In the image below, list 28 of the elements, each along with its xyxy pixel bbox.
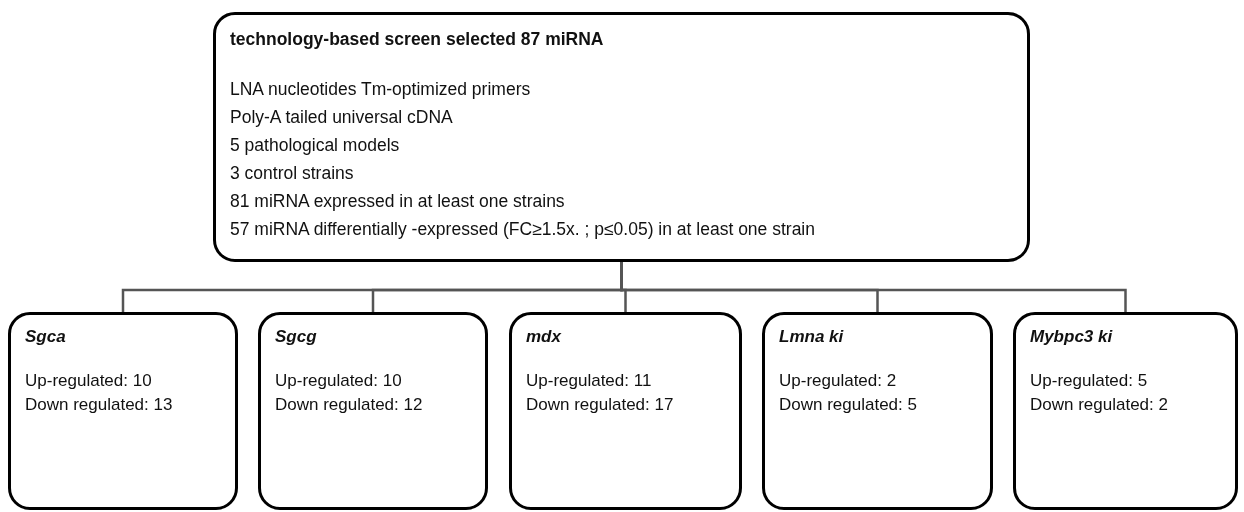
strain-name: Mybpc3 ki <box>1030 326 1114 348</box>
regulation-count: Down regulated: 17 <box>526 394 675 416</box>
strain-name: mdx <box>526 326 562 348</box>
strain-name: Sgcg <box>275 326 318 348</box>
strain-name: Sgca <box>25 326 67 348</box>
screen-detail: 3 control strains <box>230 162 355 185</box>
screen-detail: Poly-A tailed universal cDNA <box>230 106 454 129</box>
strain-box <box>258 312 488 510</box>
regulation-count: Up-regulated: 10 <box>25 370 153 392</box>
regulation-count: Down regulated: 12 <box>275 394 424 416</box>
screen-detail: 81 miRNA expressed in at least one strains <box>230 190 566 213</box>
regulation-count: Down regulated: 2 <box>1030 394 1169 416</box>
regulation-count: Up-regulated: 2 <box>779 370 898 392</box>
regulation-count: Up-regulated: 11 <box>526 370 653 392</box>
regulation-count: Down regulated: 13 <box>25 394 174 416</box>
screen-detail: LNA nucleotides Tm-optimized primers <box>230 78 532 101</box>
regulation-count: Down regulated: 5 <box>779 394 918 416</box>
strain-box <box>8 312 238 510</box>
strain-name: Lmna ki <box>779 326 845 348</box>
box-heading: technology-based screen selected 87 miRNA <box>230 28 605 51</box>
screen-detail: 57 miRNA differentially -expressed (FC≥1.5x. ; p≤0.05) in at least one strain <box>230 218 816 241</box>
screen-detail: 5 pathological models <box>230 134 401 157</box>
strain-box <box>509 312 742 510</box>
strain-box <box>1013 312 1238 510</box>
summary-box <box>213 12 1030 262</box>
regulation-count: Up-regulated: 10 <box>275 370 403 392</box>
regulation-count: Up-regulated: 5 <box>1030 370 1149 392</box>
strain-box <box>762 312 993 510</box>
